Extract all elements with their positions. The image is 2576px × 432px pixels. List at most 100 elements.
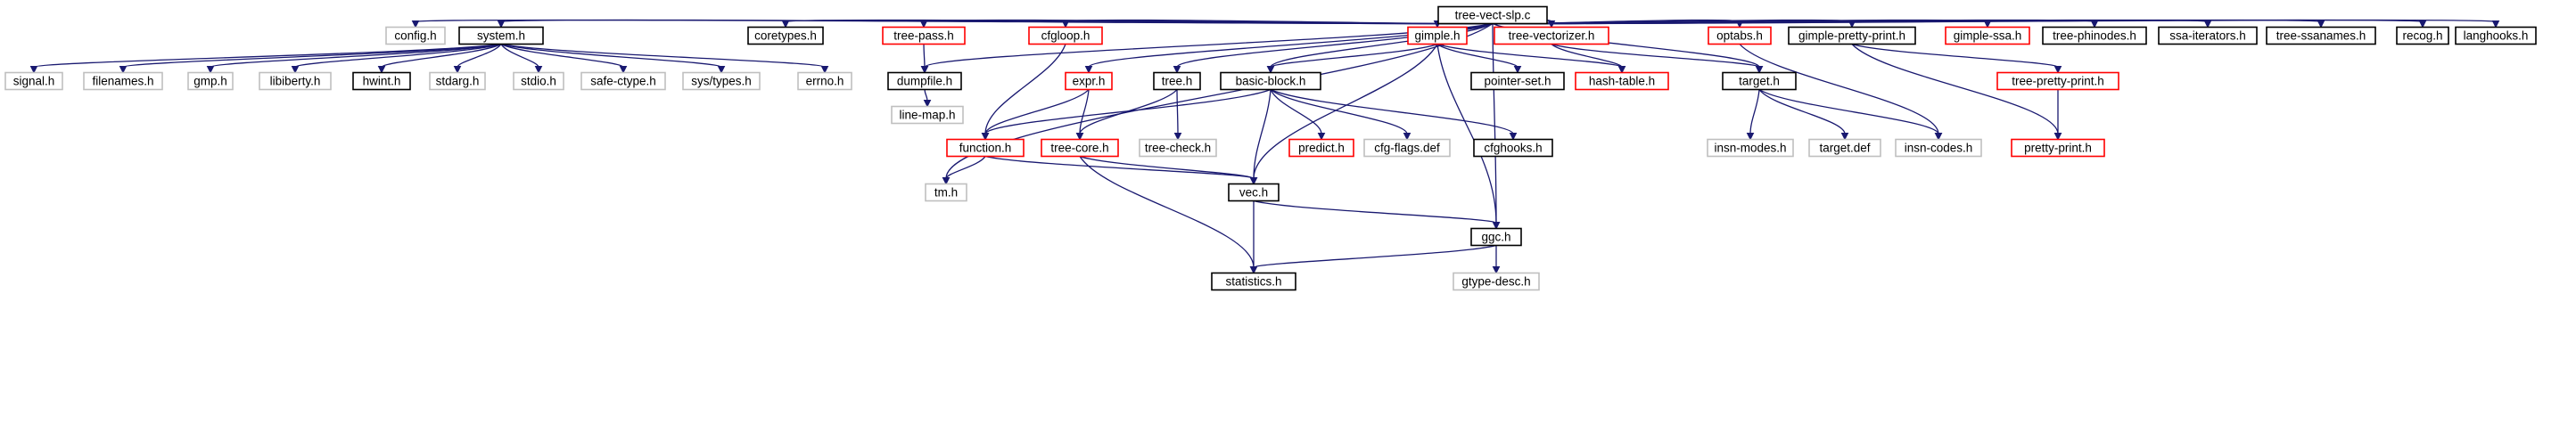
edge-basicblock-to-cfghooks: [1270, 88, 1518, 141]
node-target[interactable]: target.h: [1722, 71, 1797, 91]
node-label: tm.h: [934, 186, 958, 200]
node-treecheck[interactable]: tree-check.h: [1139, 138, 1217, 158]
node-label: tree-pass.h: [893, 29, 954, 43]
node-predict[interactable]: predict.h: [1288, 138, 1354, 158]
edge-gimpleprettyprint-to-prettyprint: [1851, 44, 2062, 141]
node-langhooks[interactable]: langhooks.h: [2455, 26, 2537, 45]
edge-root-to-tm: [942, 22, 1494, 185]
node-cfghooks[interactable]: cfghooks.h: [1473, 138, 1553, 158]
node-expr[interactable]: expr.h: [1065, 71, 1113, 91]
node-label: config.h: [394, 29, 436, 43]
node-tree[interactable]: tree.h: [1153, 71, 1201, 91]
node-label: statistics.h: [1225, 275, 1281, 289]
node-ssaiterators[interactable]: ssa-iterators.h: [2158, 26, 2258, 45]
node-insnmodes[interactable]: insn-modes.h: [1707, 138, 1794, 158]
node-statistics[interactable]: statistics.h: [1211, 272, 1296, 291]
node-tm[interactable]: tm.h: [925, 183, 967, 202]
node-box: [1139, 138, 1217, 158]
node-linemap[interactable]: line-map.h: [891, 105, 964, 125]
node-treessanames[interactable]: tree-ssanames.h: [2266, 26, 2376, 45]
node-gimplessa[interactable]: gimple-ssa.h: [1945, 26, 2030, 45]
node-label: stdio.h: [521, 75, 556, 88]
edge-vec-to-ggc: [1253, 200, 1501, 230]
node-box: [2158, 26, 2258, 45]
node-filenames[interactable]: filenames.h: [83, 71, 163, 91]
node-label: optabs.h: [1716, 29, 1763, 43]
node-label: gimple.h: [1414, 29, 1460, 43]
edge-expr-to-function: [981, 89, 1090, 141]
node-ggc[interactable]: ggc.h: [1470, 227, 1522, 247]
node-cfgflags[interactable]: cfg-flags.def: [1363, 138, 1451, 158]
node-safectype[interactable]: safe-ctype.h: [580, 71, 666, 91]
edge-system-to-stdio: [500, 44, 543, 74]
node-pointerset[interactable]: pointer-set.h: [1470, 71, 1565, 91]
node-treephinodes[interactable]: tree-phinodes.h: [2042, 26, 2147, 45]
node-cfgloop[interactable]: cfgloop.h: [1028, 26, 1103, 45]
node-label: target.def: [1819, 142, 1870, 155]
node-vec[interactable]: vec.h: [1228, 183, 1280, 202]
node-gimpleprettyprint[interactable]: gimple-pretty-print.h: [1788, 26, 1916, 45]
node-system[interactable]: system.h: [458, 26, 544, 45]
node-label: hash-table.h: [1589, 75, 1655, 88]
node-recog[interactable]: recog.h: [2396, 26, 2449, 45]
edge-treevectorizer-to-target: [1551, 43, 1764, 74]
node-systypes[interactable]: sys/types.h: [682, 71, 761, 91]
node-box: [1407, 26, 1468, 45]
edge-vec-to-statistics: [1249, 200, 1258, 274]
node-label: hwint.h: [363, 75, 401, 88]
node-hashtable[interactable]: hash-table.h: [1575, 71, 1669, 91]
edge-ggc-to-statistics: [1249, 244, 1497, 274]
node-box: [1494, 26, 1609, 45]
edge-function-to-vec: [984, 155, 1258, 185]
node-gmp[interactable]: gmp.h: [187, 71, 234, 91]
node-box: [2455, 26, 2537, 45]
node-box: [580, 71, 666, 91]
node-insncodes[interactable]: insn-codes.h: [1895, 138, 1982, 158]
node-stdio[interactable]: stdio.h: [513, 71, 564, 91]
node-prettyprint[interactable]: pretty-print.h: [2011, 138, 2105, 158]
node-box: [682, 71, 761, 91]
node-basicblock[interactable]: basic-block.h: [1220, 71, 1321, 91]
node-signal[interactable]: signal.h: [4, 71, 63, 91]
node-treevectorizer[interactable]: tree-vectorizer.h: [1494, 26, 1609, 45]
node-label: ssa-iterators.h: [2169, 29, 2246, 43]
node-function[interactable]: function.h: [946, 138, 1025, 158]
edge-gimpleprettyprint-to-treeprettyprint: [1851, 43, 2062, 74]
node-errno[interactable]: errno.h: [797, 71, 852, 91]
node-treecore[interactable]: tree-core.h: [1041, 138, 1119, 158]
node-treepass[interactable]: tree-pass.h: [882, 26, 966, 45]
node-box: [1945, 26, 2030, 45]
node-label: errno.h: [806, 75, 844, 88]
edge-system-to-libiberty: [291, 43, 502, 74]
node-treeprettyprint[interactable]: tree-pretty-print.h: [1996, 71, 2119, 91]
edge-function-to-tm: [942, 156, 986, 185]
node-config[interactable]: config.h: [385, 26, 446, 45]
edge-basicblock-to-function: [981, 88, 1272, 141]
node-stdarg[interactable]: stdarg.h: [429, 71, 486, 91]
node-box: [797, 71, 852, 91]
edge-ggc-to-gtypedesc: [1492, 245, 1501, 274]
nodes-layer: tree-vect-slp.c config.h system.h coretypes…: [4, 5, 2537, 291]
node-label: gimple-pretty-print.h: [1798, 29, 1905, 43]
edge-target-to-insnmodes: [1746, 89, 1760, 141]
node-label: stdarg.h: [436, 75, 480, 88]
edge-root-to-langhooks: [1492, 19, 2500, 29]
node-coretypes[interactable]: coretypes.h: [747, 26, 824, 45]
node-box: [1722, 71, 1797, 91]
node-gtypedesc[interactable]: gtype-desc.h: [1453, 272, 1540, 291]
node-box: [1065, 71, 1113, 91]
node-label: system.h: [477, 29, 525, 43]
edge-gimple-to-basicblock: [1266, 43, 1438, 74]
node-label: vec.h: [1239, 186, 1268, 200]
node-gimple[interactable]: gimple.h: [1407, 26, 1468, 45]
node-dumpfile[interactable]: dumpfile.h: [887, 71, 962, 91]
node-box: [1708, 26, 1772, 45]
edge-dumpfile-to-linemap: [923, 89, 932, 108]
node-libiberty[interactable]: libiberty.h: [259, 71, 332, 91]
node-optabs[interactable]: optabs.h: [1708, 26, 1772, 45]
node-targetdef[interactable]: target.def: [1808, 138, 1881, 158]
edge-gimple-to-pointerset: [1436, 43, 1522, 74]
node-hwint[interactable]: hwint.h: [352, 71, 411, 91]
node-box: [1288, 138, 1354, 158]
node-root[interactable]: tree-vect-slp.c: [1437, 5, 1548, 25]
